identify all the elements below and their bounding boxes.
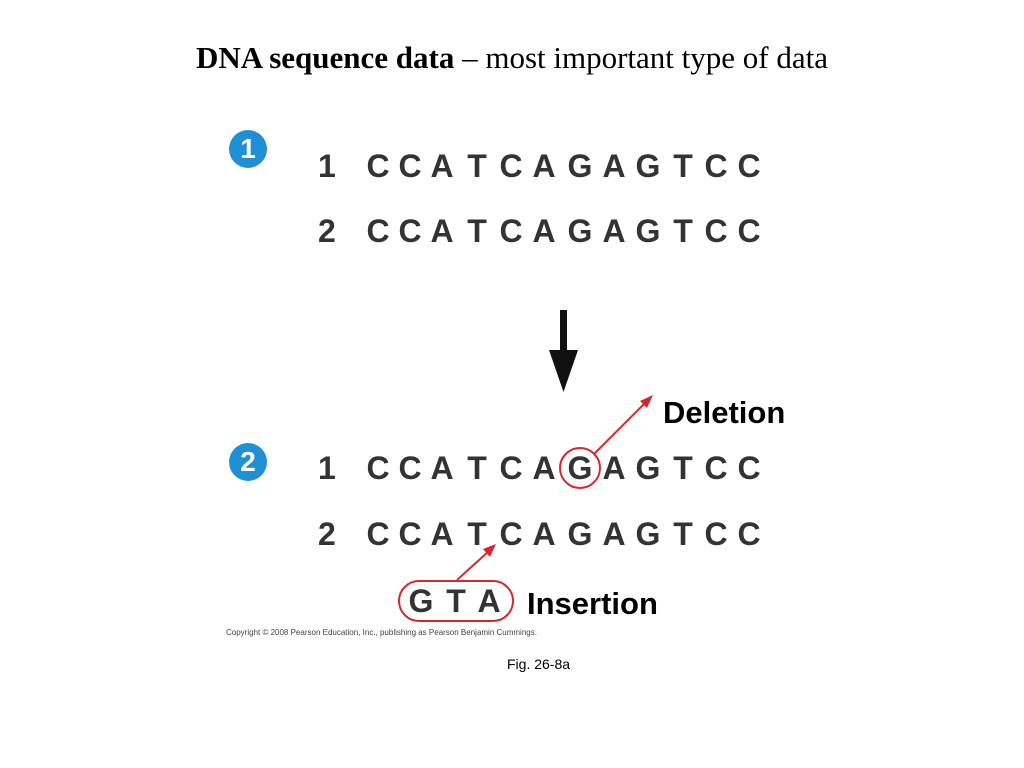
sequence-base: C bbox=[398, 213, 422, 249]
sequence-base: A bbox=[532, 516, 556, 552]
sequence-base: T bbox=[467, 450, 487, 486]
figure-reference: Fig. 26-8a bbox=[507, 656, 571, 672]
sequence-base: A bbox=[602, 450, 626, 486]
panel1-row1-number: 1 bbox=[318, 148, 336, 184]
sequence-base: T bbox=[467, 516, 487, 552]
sequence-base: C bbox=[366, 516, 390, 552]
sequence-base: C bbox=[499, 516, 523, 552]
sequence-base: C bbox=[737, 450, 761, 486]
sequence-base: C bbox=[366, 450, 390, 486]
copyright-notice: Copyright © 2008 Pearson Education, Inc.… bbox=[226, 628, 537, 637]
insertion-base: G bbox=[408, 583, 434, 619]
sequence-base: G bbox=[567, 450, 593, 486]
sequence-base: T bbox=[467, 148, 487, 184]
deletion-highlight-circle bbox=[559, 447, 601, 489]
insertion-box bbox=[398, 580, 514, 622]
step-badge-1: 1 bbox=[229, 130, 267, 168]
sequence-base: C bbox=[398, 516, 422, 552]
sequence-base: A bbox=[532, 450, 556, 486]
down-arrow-icon bbox=[549, 310, 578, 392]
sequence-base: A bbox=[430, 213, 454, 249]
sequence-base: C bbox=[704, 148, 728, 184]
panel1-row2-number: 2 bbox=[318, 213, 336, 249]
sequence-base: C bbox=[366, 213, 390, 249]
page-title: DNA sequence data – most important type … bbox=[196, 40, 828, 75]
deletion-arrow-icon bbox=[593, 395, 653, 455]
sequence-base: A bbox=[532, 213, 556, 249]
sequence-base: T bbox=[673, 213, 693, 249]
sequence-base: A bbox=[430, 148, 454, 184]
insertion-label: Insertion bbox=[527, 586, 658, 621]
sequence-base: A bbox=[602, 516, 626, 552]
sequence-base: G bbox=[635, 213, 661, 249]
sequence-base: A bbox=[532, 148, 556, 184]
sequence-base: T bbox=[673, 450, 693, 486]
sequence-base: G bbox=[567, 213, 593, 249]
sequence-base: A bbox=[602, 148, 626, 184]
sequence-base: T bbox=[673, 148, 693, 184]
sequence-base: A bbox=[602, 213, 626, 249]
sequence-base: A bbox=[430, 450, 454, 486]
sequence-base: C bbox=[499, 213, 523, 249]
step-badge-2: 2 bbox=[229, 443, 267, 481]
sequence-base: C bbox=[704, 450, 728, 486]
sequence-base: G bbox=[567, 516, 593, 552]
sequence-base: C bbox=[737, 516, 761, 552]
sequence-base: T bbox=[467, 213, 487, 249]
sequence-base: C bbox=[704, 213, 728, 249]
sequence-base: G bbox=[567, 148, 593, 184]
sequence-base: C bbox=[737, 213, 761, 249]
sequence-base: C bbox=[398, 148, 422, 184]
sequence-base: C bbox=[704, 516, 728, 552]
sequence-base: C bbox=[499, 148, 523, 184]
panel2-row2-number: 2 bbox=[318, 516, 336, 552]
sequence-base: C bbox=[366, 148, 390, 184]
sequence-base: A bbox=[430, 516, 454, 552]
deletion-label: Deletion bbox=[663, 395, 786, 430]
insertion-arrow-icon bbox=[456, 544, 496, 581]
panel2-row1-number: 1 bbox=[318, 450, 336, 486]
insertion-base: A bbox=[477, 583, 501, 619]
sequence-base: T bbox=[673, 516, 693, 552]
insertion-base: T bbox=[446, 583, 466, 619]
sequence-base: G bbox=[635, 516, 661, 552]
sequence-base: G bbox=[635, 148, 661, 184]
sequence-base: C bbox=[737, 148, 761, 184]
sequence-base: C bbox=[398, 450, 422, 486]
sequence-base: C bbox=[499, 450, 523, 486]
sequence-base: G bbox=[635, 450, 661, 486]
